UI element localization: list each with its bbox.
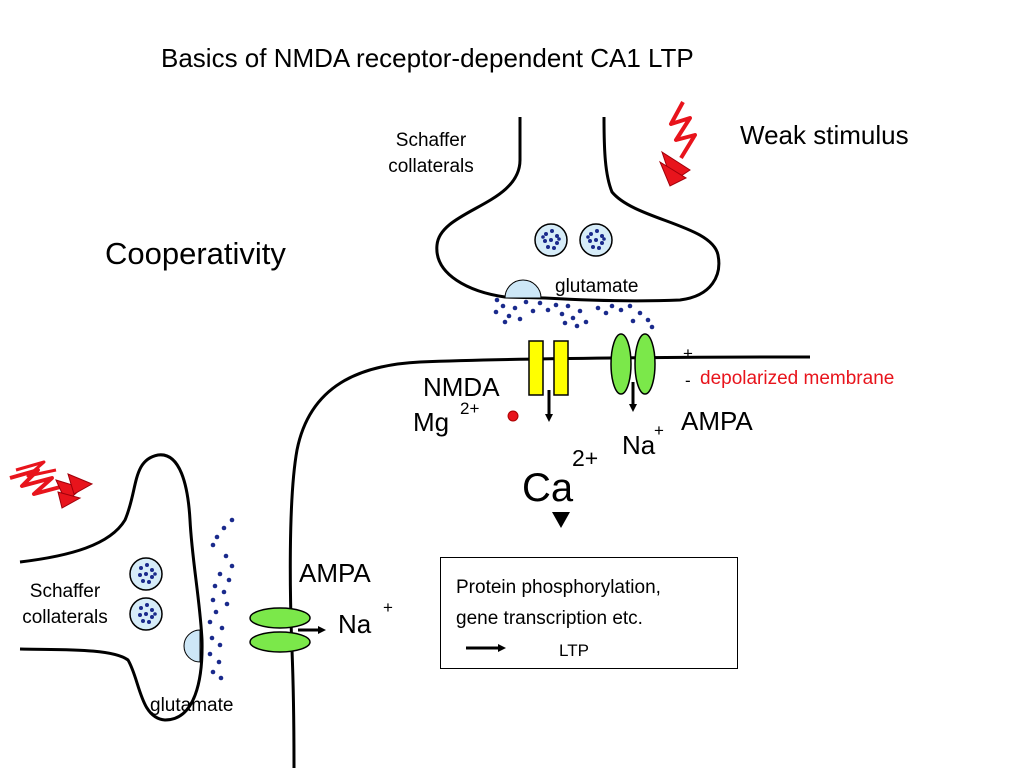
bottom-sodium-label: Na [338, 609, 372, 639]
top-glutamate-release-dots [493, 297, 655, 330]
membrane-minus-sign: - [685, 371, 691, 390]
bottom-schaffer-collaterals-label: Schaffer collaterals [22, 581, 108, 628]
top-glutamate-label: glutamate [555, 276, 639, 297]
postsynaptic-membrane [288, 355, 811, 768]
top-presynaptic-terminal [435, 116, 721, 303]
nmda-receptor-channel [528, 340, 569, 396]
membrane-plus-sign: + [683, 344, 693, 363]
cooperativity-label: Cooperativity [105, 236, 286, 271]
top-schaffer-collaterals-label: Schaffer collaterals [388, 130, 474, 177]
outcome-line-1: Protein phosphorylation, [456, 577, 661, 598]
outcome-line-2: gene transcription etc. [456, 608, 643, 629]
depolarized-membrane-label: depolarized membrane [700, 368, 895, 389]
bottom-stimulus-lightning-icon [9, 460, 94, 509]
bottom-glutamate-receptor-icon [183, 629, 201, 663]
diagram-title: Basics of NMDA receptor-dependent CA1 LT… [161, 43, 694, 73]
bottom-synaptic-vesicle-icon [129, 597, 163, 631]
mg-ion-icon [507, 410, 519, 422]
bottom-ampa-receptor-channel [249, 607, 311, 653]
outcome-box [440, 557, 738, 669]
bottom-sodium-charge-label: + [383, 598, 393, 617]
top-synaptic-vesicle-icon [534, 223, 568, 257]
nmda-label: NMDA [423, 372, 500, 402]
top-sodium-charge-label: + [654, 421, 664, 440]
calcium-charge-label: 2+ [572, 445, 599, 471]
top-glutamate-receptor-icon [504, 279, 542, 299]
bottom-glutamate-release-dots [207, 517, 235, 681]
top-sodium-label: Na [622, 430, 656, 460]
top-synaptic-vesicle-icon [579, 223, 613, 257]
mg-label: Mg [413, 407, 450, 437]
mg-charge-label: 2+ [460, 399, 480, 418]
weak-stimulus-label: Weak stimulus [740, 120, 909, 150]
bottom-glutamate-label: glutamate [150, 695, 234, 716]
bottom-synaptic-vesicle-icon [129, 557, 163, 591]
ltp-label: LTP [559, 641, 589, 660]
weak-stimulus-lightning-icon [658, 101, 697, 187]
top-ampa-label: AMPA [681, 406, 753, 436]
bottom-ampa-label: AMPA [299, 558, 371, 588]
calcium-downstream-arrow-icon [552, 512, 570, 528]
calcium-label: Ca [522, 466, 574, 510]
top-ampa-receptor-channel [610, 333, 656, 395]
bottom-presynaptic-terminal [19, 453, 204, 722]
